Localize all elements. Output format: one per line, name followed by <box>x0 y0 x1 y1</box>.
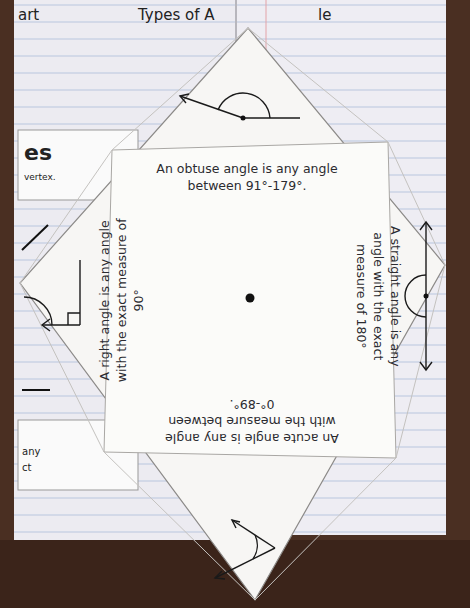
flap-text: An obtuse angle is any angle between 91°… <box>147 161 347 195</box>
notebook-text: vertex. <box>24 172 56 182</box>
notebook-text: ct <box>22 462 31 473</box>
definition-text: An obtuse angle is any angle between 91°… <box>147 161 347 195</box>
flap-text: A right angle is any angle with the exac… <box>97 215 148 385</box>
flap-text: A straight angle is any angle with the e… <box>353 211 404 381</box>
notebook-text: art <box>18 6 39 24</box>
notebook-text: es <box>24 140 52 165</box>
definition-text: An acute angle is any angle with the mea… <box>152 395 352 446</box>
definition-text: A straight angle is any angle with the e… <box>353 211 404 381</box>
notebook-text: any <box>22 446 40 457</box>
definition-text: A right angle is any angle with the exac… <box>97 215 148 385</box>
flap-text: An acute angle is any angle with the mea… <box>152 395 352 446</box>
notebook-text: Types of A <box>138 6 215 24</box>
notebook-text: le <box>318 6 331 24</box>
